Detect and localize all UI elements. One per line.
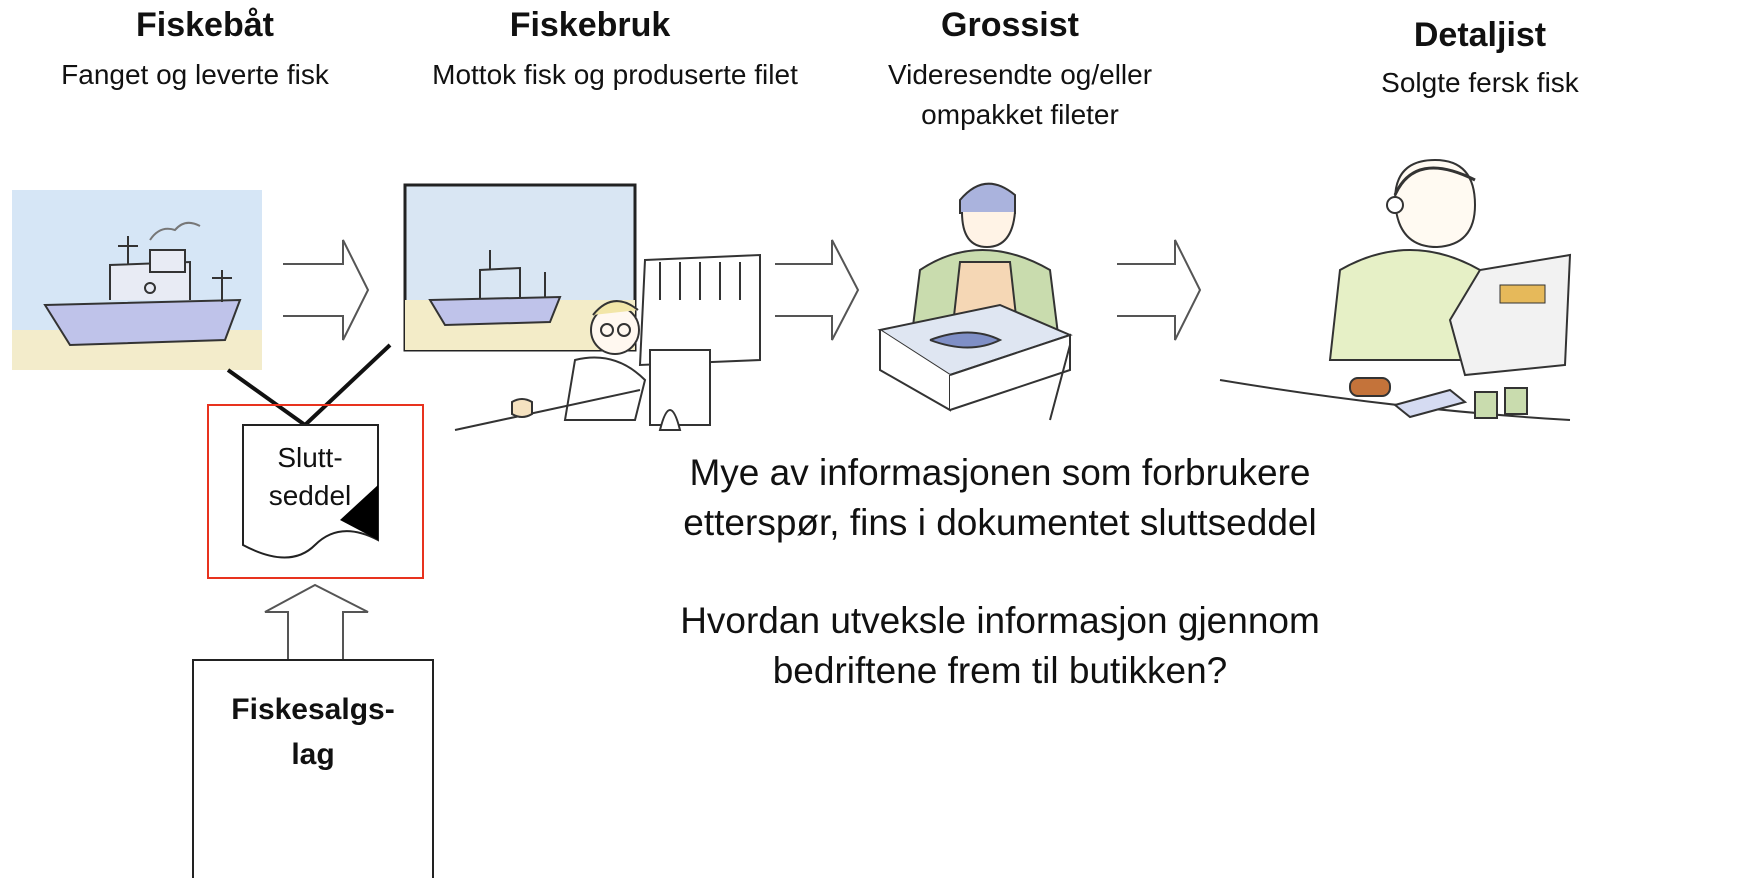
stage-desc-fiskebruk: Mottok fisk og produserte filet bbox=[432, 59, 798, 90]
organization-label-line2: lag bbox=[291, 738, 335, 771]
arrow-boat-to-plant bbox=[283, 239, 370, 341]
connector-plant-to-document bbox=[303, 343, 392, 427]
arrow-plant-to-wholesaler bbox=[775, 239, 860, 341]
fish-processing-plant-illustration bbox=[403, 183, 761, 431]
wholesaler-illustration bbox=[877, 182, 1073, 421]
organization-box bbox=[192, 659, 434, 878]
arrow-organization-to-document bbox=[264, 583, 369, 660]
stage-desc-detaljist: Solgte fersk fisk bbox=[1381, 67, 1579, 98]
message-paragraph1-line2: etterspør, fins i dokumentet sluttseddel bbox=[683, 502, 1317, 543]
stage-desc-grossist-line1: Videresendte og/eller bbox=[887, 59, 1153, 90]
stage-desc-fiskebat: Fanget og leverte fisk bbox=[61, 59, 329, 90]
arrow-wholesaler-to-retailer bbox=[1117, 239, 1202, 341]
document-highlight-box bbox=[207, 404, 424, 579]
stage-title-grossist: Grossist bbox=[941, 6, 1079, 44]
document-icon bbox=[242, 424, 379, 559]
organization-label-line1: Fiskesalgs- bbox=[231, 693, 395, 726]
stage-title-fiskebat: Fiskebåt bbox=[136, 6, 274, 44]
document-folded-corner-icon bbox=[340, 485, 378, 540]
fishing-boat-illustration bbox=[12, 190, 262, 370]
stage-title-detaljist: Detaljist bbox=[1413, 16, 1547, 54]
message-paragraph2-line2: bedriftene frem til butikken? bbox=[772, 650, 1228, 691]
document-label-line1: Slutt- bbox=[277, 442, 343, 473]
stage-title-fiskebruk: Fiskebruk bbox=[509, 6, 671, 44]
retailer-illustration bbox=[1219, 158, 1572, 421]
document-label-line2: seddel bbox=[268, 480, 352, 511]
message-paragraph2-line1: Hvordan utveksle informasjon gjennom bbox=[680, 600, 1320, 641]
stage-desc-grossist-line2: ompakket fileter bbox=[921, 99, 1119, 130]
message-paragraph1-line1: Mye av informasjonen som forbrukere bbox=[689, 452, 1311, 493]
connector-boat-to-document bbox=[226, 368, 307, 427]
